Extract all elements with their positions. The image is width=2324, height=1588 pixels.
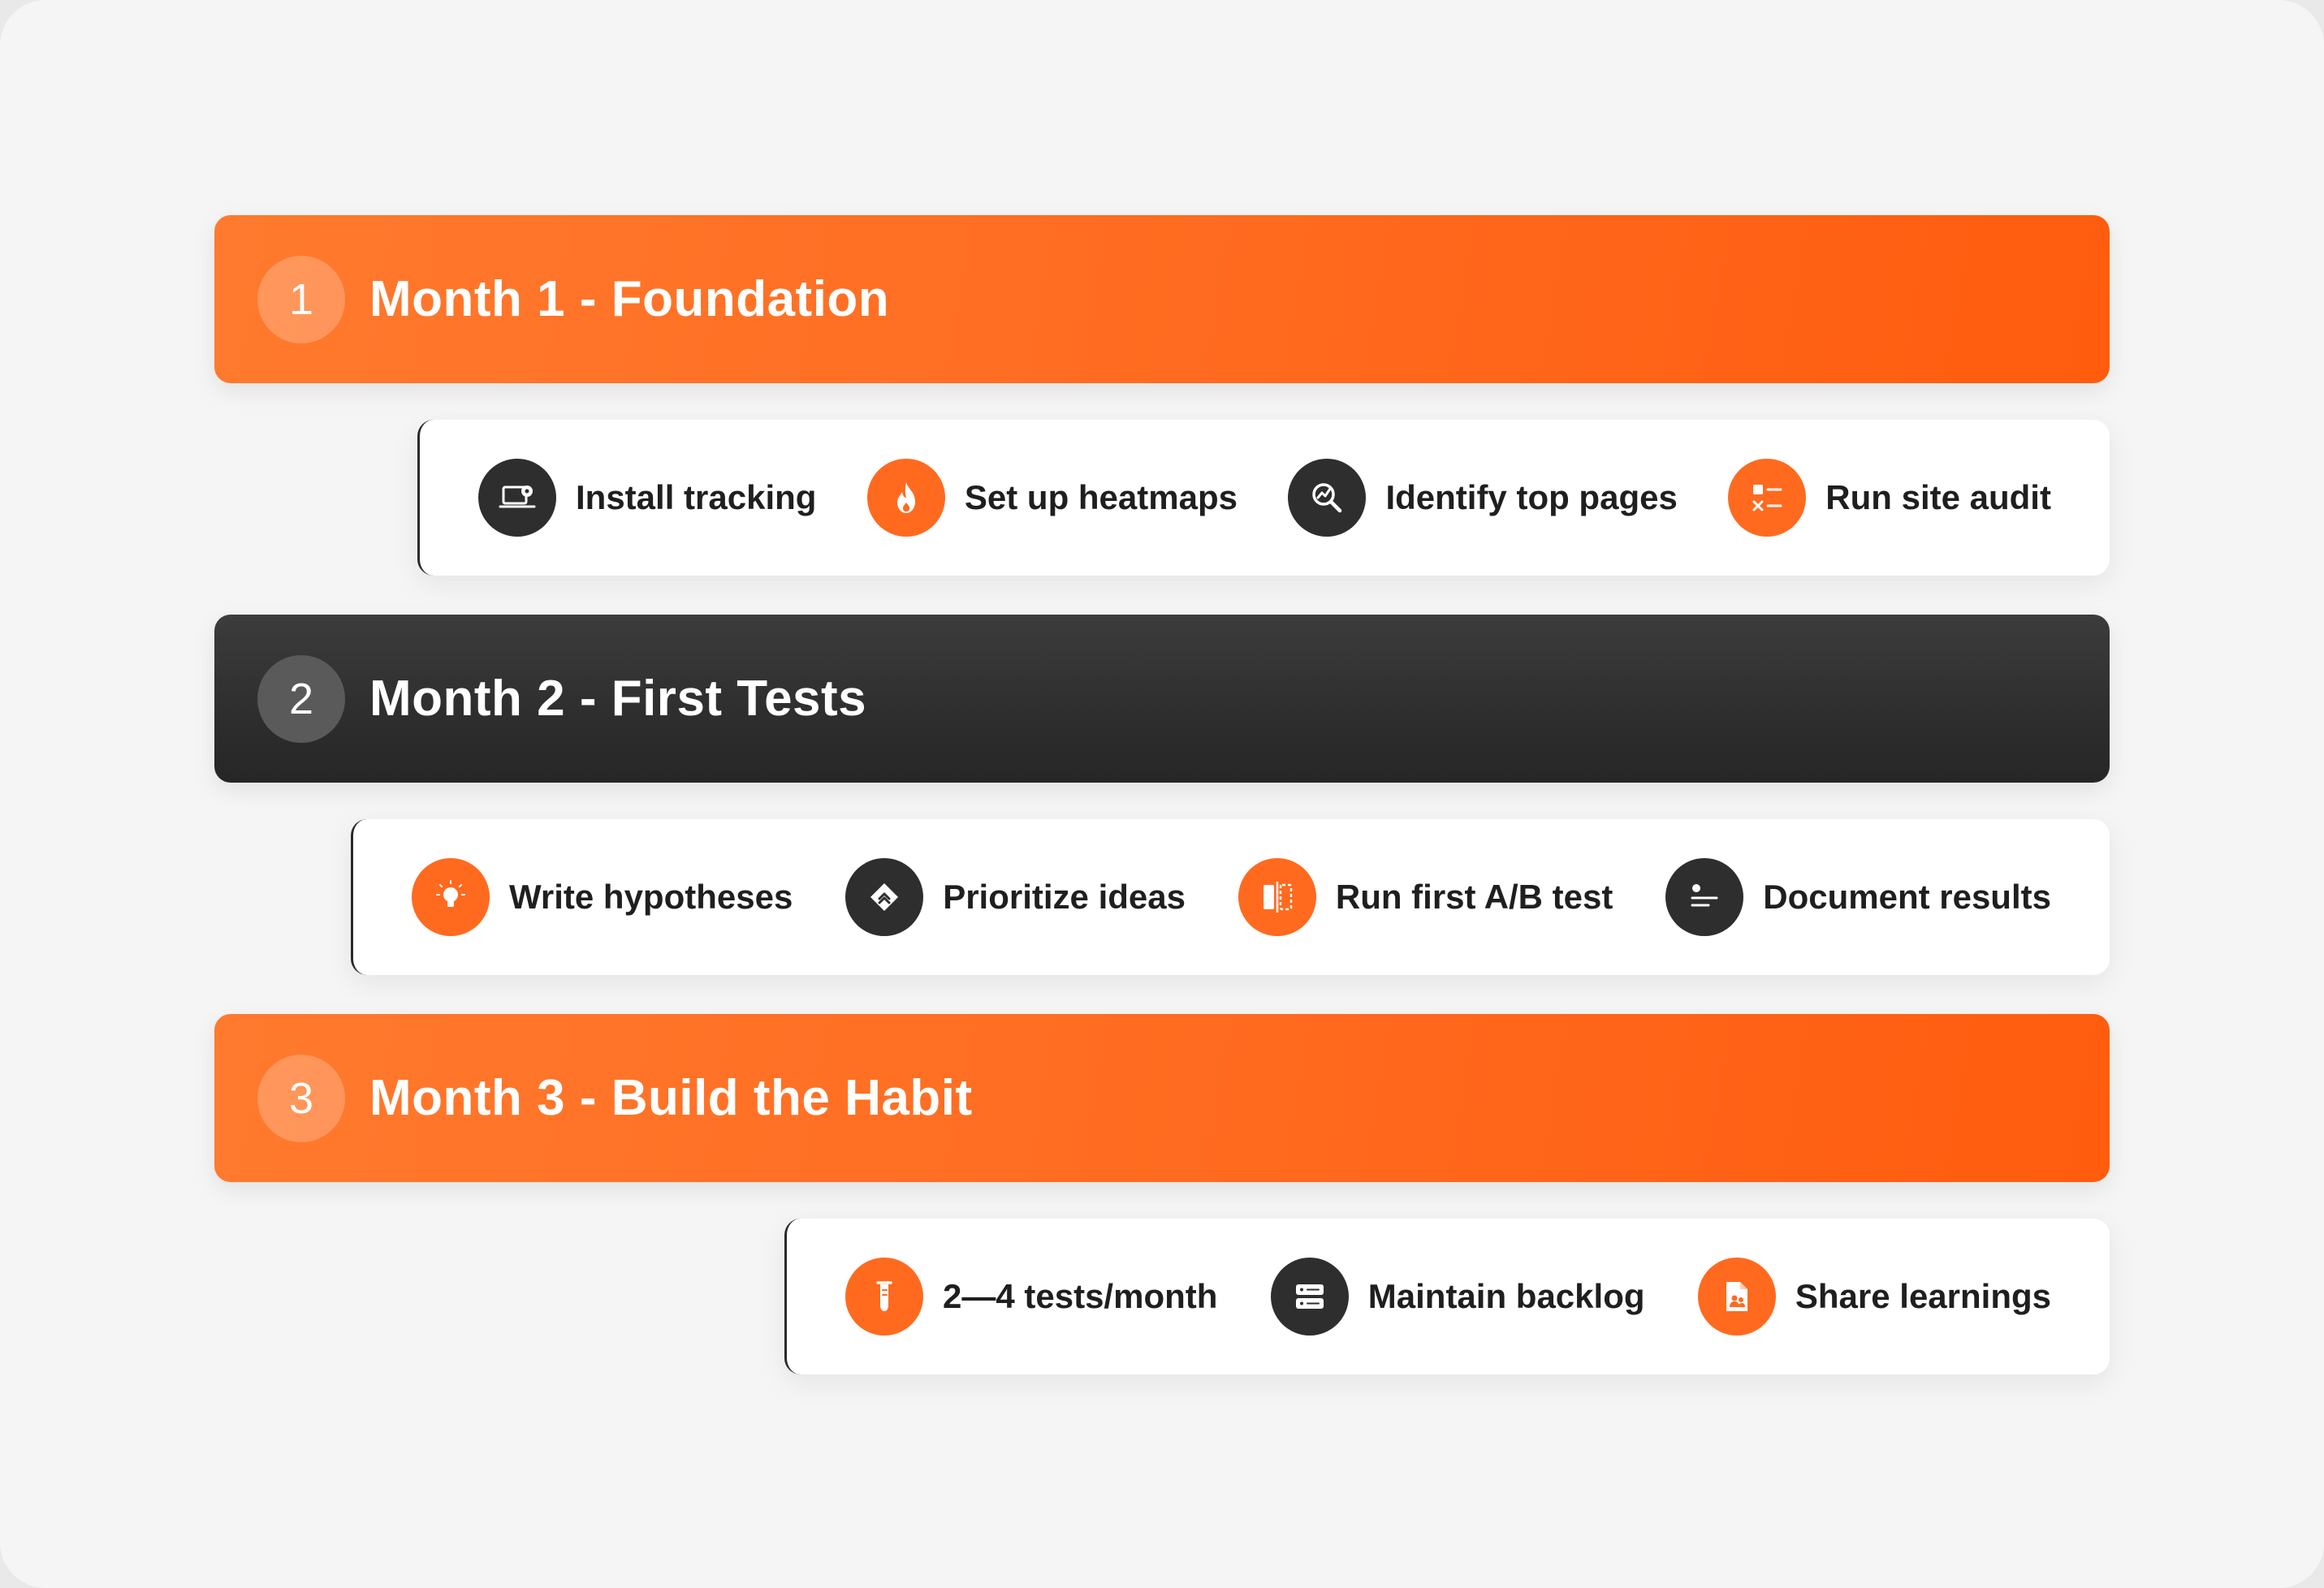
task-row-month-1: Install tracking Set up heatmaps Identif… xyxy=(417,420,2110,576)
phase-title: Month 1 - Foundation xyxy=(369,271,890,327)
task-item: Install tracking xyxy=(478,459,816,537)
task-label: Set up heatmaps xyxy=(964,478,1238,516)
task-label: Document results xyxy=(1763,878,2051,916)
task-item: Share learnings xyxy=(1697,1258,2051,1336)
phase-number-badge: 1 xyxy=(257,255,345,343)
phase-title: Month 3 - Build the Habit xyxy=(369,1070,973,1126)
phase-number-badge: 2 xyxy=(257,654,345,743)
shared-file-icon xyxy=(1697,1258,1776,1336)
phase-number-badge: 3 xyxy=(257,1054,345,1142)
priority-diamond-icon xyxy=(845,858,924,936)
task-label: Prioritize ideas xyxy=(943,878,1186,916)
phase-header-month-3: 3 Month 3 - Build the Habit xyxy=(214,1014,2110,1182)
server-stack-icon xyxy=(1270,1258,1349,1336)
flame-icon xyxy=(866,459,945,537)
lightbulb-icon xyxy=(412,858,490,936)
task-item: Identify top pages xyxy=(1288,459,1678,537)
task-row-month-2: Write hypotheses Prioritize ideas Run xyxy=(351,819,2110,975)
task-item: Write hypotheses xyxy=(412,858,793,936)
task-item: Prioritize ideas xyxy=(845,858,1186,936)
task-label: Run site audit xyxy=(1825,478,2051,516)
task-item: 2—4 tests/month xyxy=(845,1258,1217,1336)
task-item: Set up heatmaps xyxy=(866,459,1238,537)
task-item: Run first A/B test xyxy=(1238,858,1613,936)
task-label: Maintain backlog xyxy=(1367,1277,1645,1315)
phase-title: Month 2 - First Tests xyxy=(369,671,867,727)
split-test-icon xyxy=(1238,858,1316,936)
task-label: Install tracking xyxy=(576,478,817,516)
task-item: Document results xyxy=(1665,858,2051,936)
task-row-month-3: 2—4 tests/month Maintain backlog xyxy=(784,1219,2110,1374)
task-label: 2—4 tests/month xyxy=(943,1277,1218,1315)
task-label: Run first A/B test xyxy=(1335,878,1613,916)
task-label: Identify top pages xyxy=(1385,478,1678,516)
phase-header-month-1: 1 Month 1 - Foundation xyxy=(214,215,2110,383)
task-label: Share learnings xyxy=(1795,1277,2051,1315)
document-lines-icon xyxy=(1665,858,1744,936)
task-item: Maintain backlog xyxy=(1270,1258,1645,1336)
laptop-gear-icon xyxy=(478,459,556,537)
magnifier-chart-icon xyxy=(1288,459,1367,537)
phase-header-month-2: 2 Month 2 - First Tests xyxy=(214,615,2110,783)
checklist-icon xyxy=(1728,459,1807,537)
task-label: Write hypotheses xyxy=(509,878,793,916)
task-item: Run site audit xyxy=(1728,459,2051,537)
test-tube-icon xyxy=(845,1258,923,1336)
